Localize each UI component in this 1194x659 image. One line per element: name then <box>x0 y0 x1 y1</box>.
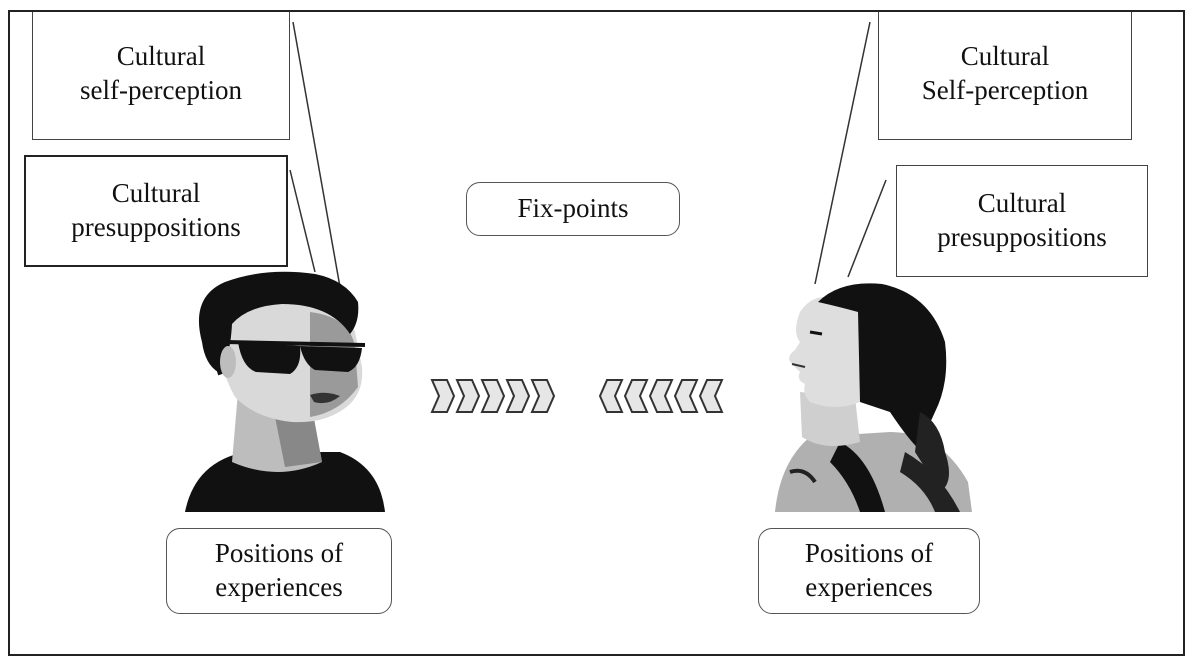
left-self-perception-line1: Cultural <box>116 41 206 72</box>
right-positions-line2: experiences <box>805 572 933 602</box>
right-presuppositions-line1: Cultural <box>977 188 1067 219</box>
connector-line-right-self <box>814 21 871 285</box>
left-presuppositions-line1: Cultural <box>111 178 201 209</box>
right-self-perception-line1: Cultural <box>960 41 1050 72</box>
connector-line-left-self <box>292 21 341 288</box>
left-positions-box: Positions of experiences <box>166 528 392 614</box>
right-positions-box: Positions of experiences <box>758 528 980 614</box>
right-presuppositions-line2: presuppositions <box>937 222 1107 252</box>
diagram-artwork <box>185 21 972 512</box>
left-self-perception-box: Cultural self-perception <box>32 12 290 140</box>
left-presuppositions-line2: presuppositions <box>71 212 241 242</box>
woman-profile-icon <box>775 283 972 512</box>
fix-points-box: Fix-points <box>466 182 680 236</box>
left-positions-line2: experiences <box>215 572 343 602</box>
connector-line-left-presup <box>289 169 316 273</box>
man-with-sunglasses-icon <box>185 271 385 512</box>
left-self-perception-line2: self-perception <box>80 75 242 105</box>
right-self-perception-box: Cultural Self-perception <box>878 12 1132 140</box>
chevrons-left-icon <box>598 379 724 413</box>
right-positions-line1: Positions of <box>804 538 934 569</box>
fix-points-label: Fix-points <box>517 193 629 224</box>
left-presuppositions-box: Cultural presuppositions <box>24 155 288 267</box>
right-self-perception-line2: Self-perception <box>921 75 1089 105</box>
chevrons-right-icon <box>430 379 556 413</box>
left-positions-line1: Positions of <box>214 538 344 569</box>
connector-line-right-presup <box>847 179 887 278</box>
right-presuppositions-box: Cultural presuppositions <box>896 165 1148 277</box>
diagram-frame: Cultural self-perception Cultural presup… <box>8 10 1185 656</box>
